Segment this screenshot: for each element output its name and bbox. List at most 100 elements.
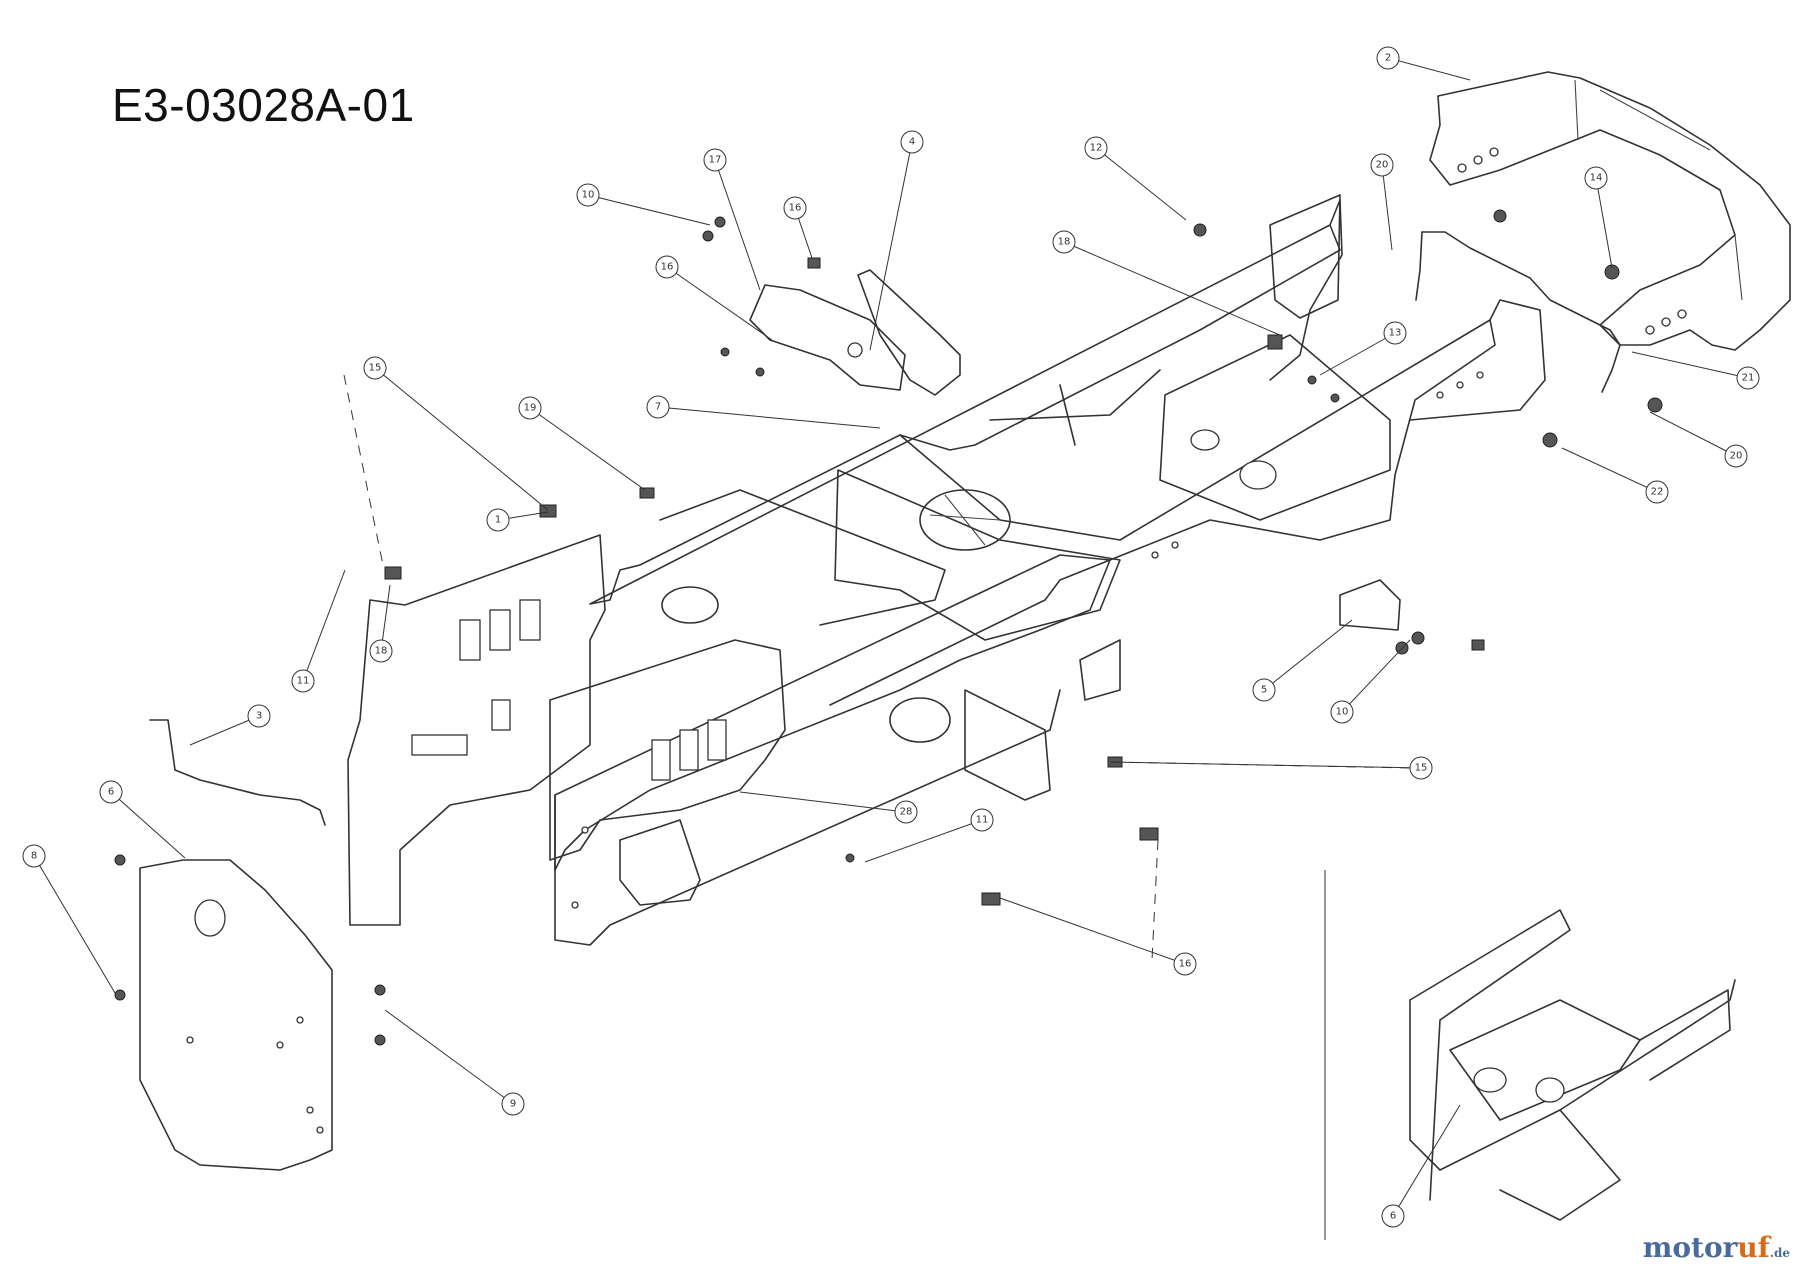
callout-c-20b: 20 [1724, 444, 1748, 468]
callout-circle [1252, 678, 1276, 702]
callout-label: 15 [1415, 763, 1428, 774]
callout-c-7: 7 [646, 395, 670, 419]
leader-line-c-16c [999, 897, 1186, 965]
leader-line-c-19 [529, 407, 646, 491]
callout-circle [576, 183, 600, 207]
leader-line-c-6 [110, 791, 186, 859]
rod-part-3 [149, 719, 326, 826]
callout-circle [1724, 444, 1748, 468]
callout-label: 19 [524, 403, 537, 414]
callout-circle [1370, 153, 1394, 177]
callout-label: 1 [495, 515, 501, 526]
callout-c-15: 15 [363, 356, 387, 380]
callout-circle [1381, 1204, 1405, 1228]
callout-c-15b: 15 [1409, 756, 1433, 780]
callout-balloons: 2417101612201418161321157192022111185103… [22, 46, 1760, 1228]
callout-circle [1645, 480, 1669, 504]
callout-c-17: 17 [703, 148, 727, 172]
callout-circle [970, 808, 994, 832]
leader-line-c-20b [1649, 411, 1737, 457]
rear-plate-part-6 [139, 859, 333, 1171]
callout-label: 13 [1389, 328, 1402, 339]
callout-circle [1383, 321, 1407, 345]
leader-line-c-12a [1095, 147, 1187, 221]
callout-circle [1052, 230, 1076, 254]
callout-c-14: 14 [1584, 166, 1608, 190]
main-frame [554, 194, 1546, 946]
leader-line-c-28 [739, 791, 907, 813]
callout-c-22: 22 [1645, 480, 1669, 504]
callout-label: 28 [900, 807, 913, 818]
callout-circle [363, 356, 387, 380]
callout-label: 17 [709, 155, 722, 166]
left-side-plates [347, 534, 786, 926]
callout-c-9: 9 [501, 1092, 525, 1116]
callout-label: 14 [1590, 173, 1603, 184]
rod-part-21 [1421, 231, 1621, 393]
leader-line-c-9 [384, 1009, 514, 1105]
callout-circle [1409, 756, 1433, 780]
callout-label: 11 [976, 815, 989, 826]
callout-label: 6 [1390, 1211, 1396, 1222]
leader-line-c-4 [869, 141, 913, 351]
leader-line-c-8 [33, 855, 116, 994]
callout-circle [1736, 366, 1760, 390]
callout-label: 6 [108, 787, 114, 798]
leader-line-c-11b [864, 819, 983, 863]
leader-line-c-11a [302, 569, 346, 682]
callout-c-4: 4 [900, 130, 924, 154]
callout-label: 8 [31, 851, 37, 862]
callout-c-20a: 20 [1370, 153, 1394, 177]
callout-label: 10 [582, 190, 595, 201]
callout-leader-lines [33, 57, 1749, 1217]
callout-c-5: 5 [1252, 678, 1276, 702]
callout-c-16b: 16 [655, 255, 679, 279]
callout-c-8: 8 [22, 844, 46, 868]
callout-label: 9 [510, 1099, 516, 1110]
callout-circle [1173, 952, 1197, 976]
callout-circle [501, 1092, 525, 1116]
leader-line-c-22 [1561, 447, 1658, 493]
callout-label: 20 [1376, 160, 1389, 171]
callout-c-6b: 6 [1381, 1204, 1405, 1228]
callout-circle [1330, 700, 1354, 724]
callout-c-16c: 16 [1173, 952, 1197, 976]
callout-c-12a: 12 [1084, 136, 1108, 160]
callout-circle [900, 130, 924, 154]
callout-c-2: 2 [1376, 46, 1400, 70]
leader-line-c-20a [1381, 164, 1393, 251]
rear-bumper-part [1429, 71, 1791, 351]
callout-circle [703, 148, 727, 172]
callout-label: 3 [256, 711, 262, 722]
callout-circle [783, 196, 807, 220]
callout-label: 10 [1336, 707, 1349, 718]
leader-line-c-2 [1387, 57, 1471, 81]
callout-c-3: 3 [247, 704, 271, 728]
watermark-accent: uf [1737, 1231, 1770, 1264]
callout-label: 21 [1742, 373, 1755, 384]
callout-circle [518, 396, 542, 420]
callout-c-28: 28 [894, 800, 918, 824]
callout-circle [1584, 166, 1608, 190]
bracket-17-and-4 [749, 269, 961, 396]
callout-label: 16 [661, 262, 674, 273]
callout-label: 18 [1058, 237, 1071, 248]
leader-line-c-16b [666, 266, 773, 341]
leader-line-c-15 [374, 367, 549, 511]
callout-c-10a: 10 [576, 183, 600, 207]
callout-circle [486, 508, 510, 532]
callout-label: 22 [1651, 487, 1664, 498]
callout-c-10b: 10 [1330, 700, 1354, 724]
callout-circle [894, 800, 918, 824]
hardware-items [114, 209, 1663, 1046]
leader-line-c-10a [587, 194, 711, 226]
leader-line-c-17 [714, 159, 761, 291]
callout-label: 18 [375, 646, 388, 657]
dashed-leader-15 [343, 374, 384, 566]
callout-c-18a: 18 [1052, 230, 1076, 254]
dashed-leader-16c [1151, 839, 1159, 961]
callout-label: 7 [655, 402, 661, 413]
watermark-tld: .de [1769, 1246, 1790, 1260]
leader-line-c-14 [1595, 177, 1613, 269]
callout-circle [369, 639, 393, 663]
